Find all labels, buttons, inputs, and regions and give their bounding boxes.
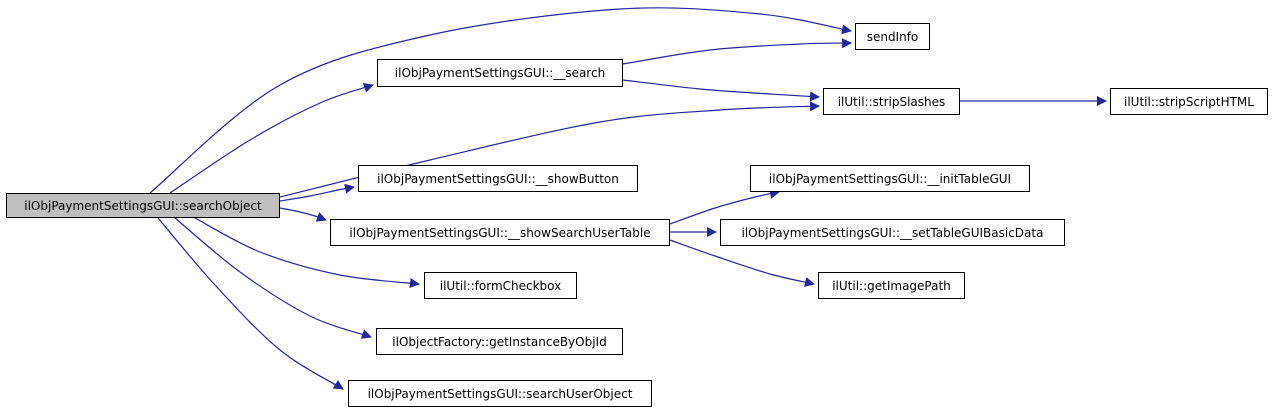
graph-node-formCheckbox[interactable]: ilUtil::formCheckbox [424,272,577,299]
graph-node-showButton[interactable]: ilObjPaymentSettingsGUI::__showButton [358,165,638,192]
edge-searchObject-to-searchUserObject [157,217,344,390]
graph-node-searchObject: ilObjPaymentSettingsGUI::searchObject [6,193,280,218]
node-label: ilObjectFactory::getInstanceByObjId [392,334,607,349]
graph-node-setTableGUIBasicData[interactable]: ilObjPaymentSettingsGUI::__setTableGUIBa… [720,219,1065,246]
edge-searchObject-to-showButton [279,183,355,202]
graph-node-searchUserObject[interactable]: ilObjPaymentSettingsGUI::searchUserObjec… [348,380,652,407]
edge-searchObject-to-formCheckbox [194,217,420,288]
node-label: ilUtil::stripScriptHTML [1124,94,1254,109]
node-label: ilObjPaymentSettingsGUI::__initTableGUI [768,171,1012,186]
node-label: ilObjPaymentSettingsGUI::searchUserObjec… [367,386,633,401]
graph-node-stripScriptHTML[interactable]: ilUtil::stripScriptHTML [1110,88,1268,115]
node-label: ilObjPaymentSettingsGUI::__showButton [377,171,619,186]
node-label: ilObjPaymentSettingsGUI::__showSearchUse… [349,225,651,240]
edge-searchObject-to-getInstanceByObjId [174,217,372,339]
node-label: ilUtil::getImagePath [832,278,951,293]
graph-node-search[interactable]: ilObjPaymentSettingsGUI::__search [377,59,623,87]
graph-node-getInstanceByObjId[interactable]: ilObjectFactory::getInstanceByObjId [376,328,623,355]
graph-node-getImagePath[interactable]: ilUtil::getImagePath [818,272,965,299]
edge-searchObject-to-search [169,83,374,194]
node-label: sendInfo [866,29,919,44]
node-label: ilObjPaymentSettingsGUI::searchObject [24,198,262,213]
node-label: ilObjPaymentSettingsGUI::__search [394,66,606,80]
edge-showSearchUserTable-to-initTableGUI [669,188,780,225]
edge-searchObject-to-sendInfo [149,7,852,194]
node-label: ilUtil::formCheckbox [439,278,562,293]
graph-node-showSearchUserTable[interactable]: ilObjPaymentSettingsGUI::__showSearchUse… [330,219,670,246]
edge-search-to-sendInfo [622,38,852,65]
node-label: ilObjPaymentSettingsGUI::__setTableGUIBa… [741,225,1044,240]
edge-searchObject-to-showSearchUserTable [279,207,327,222]
graph-node-sendInfo[interactable]: sendInfo [855,23,930,50]
node-label: ilUtil::stripSlashes [837,94,946,109]
edge-showSearchUserTable-to-getImagePath [669,239,815,287]
graph-node-stripSlashes[interactable]: ilUtil::stripSlashes [823,88,960,115]
edge-search-to-stripSlashes [622,79,820,102]
graph-node-initTableGUI[interactable]: ilObjPaymentSettingsGUI::__initTableGUI [750,165,1030,192]
